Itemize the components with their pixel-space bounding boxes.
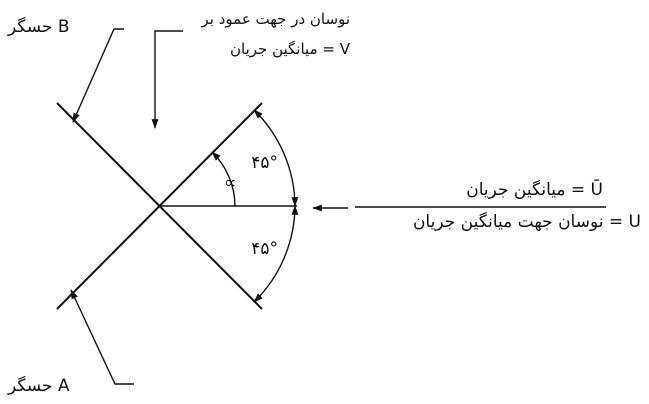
- sensor-a-label: حسگر A: [7, 375, 70, 396]
- perpendicular-caption-line1: نوسان در جهت عمود بر: [201, 10, 351, 28]
- angle-arc-upper-45: [253, 109, 299, 207]
- alpha-angle-arc: [211, 151, 236, 207]
- alpha-symbol: ∝: [224, 173, 236, 193]
- angle-label-upper: ۴۵°: [251, 153, 278, 173]
- mean-flow-label: میانگین جریان = Ū: [466, 178, 603, 200]
- perpendicular-flow-arrow: [151, 30, 183, 129]
- sensor-b-label: حسگر B: [7, 16, 70, 37]
- angle-arc-lower-45: [253, 205, 299, 303]
- sensor-b-leader: [72, 28, 124, 123]
- perpendicular-caption-line2: میانگین جریان = V: [230, 40, 351, 58]
- angle-label-lower: ۴۵°: [251, 239, 278, 259]
- along-flow-label: نوسان جهت میانگین جریان = U: [413, 211, 641, 232]
- sensor-a-leader: [70, 289, 134, 385]
